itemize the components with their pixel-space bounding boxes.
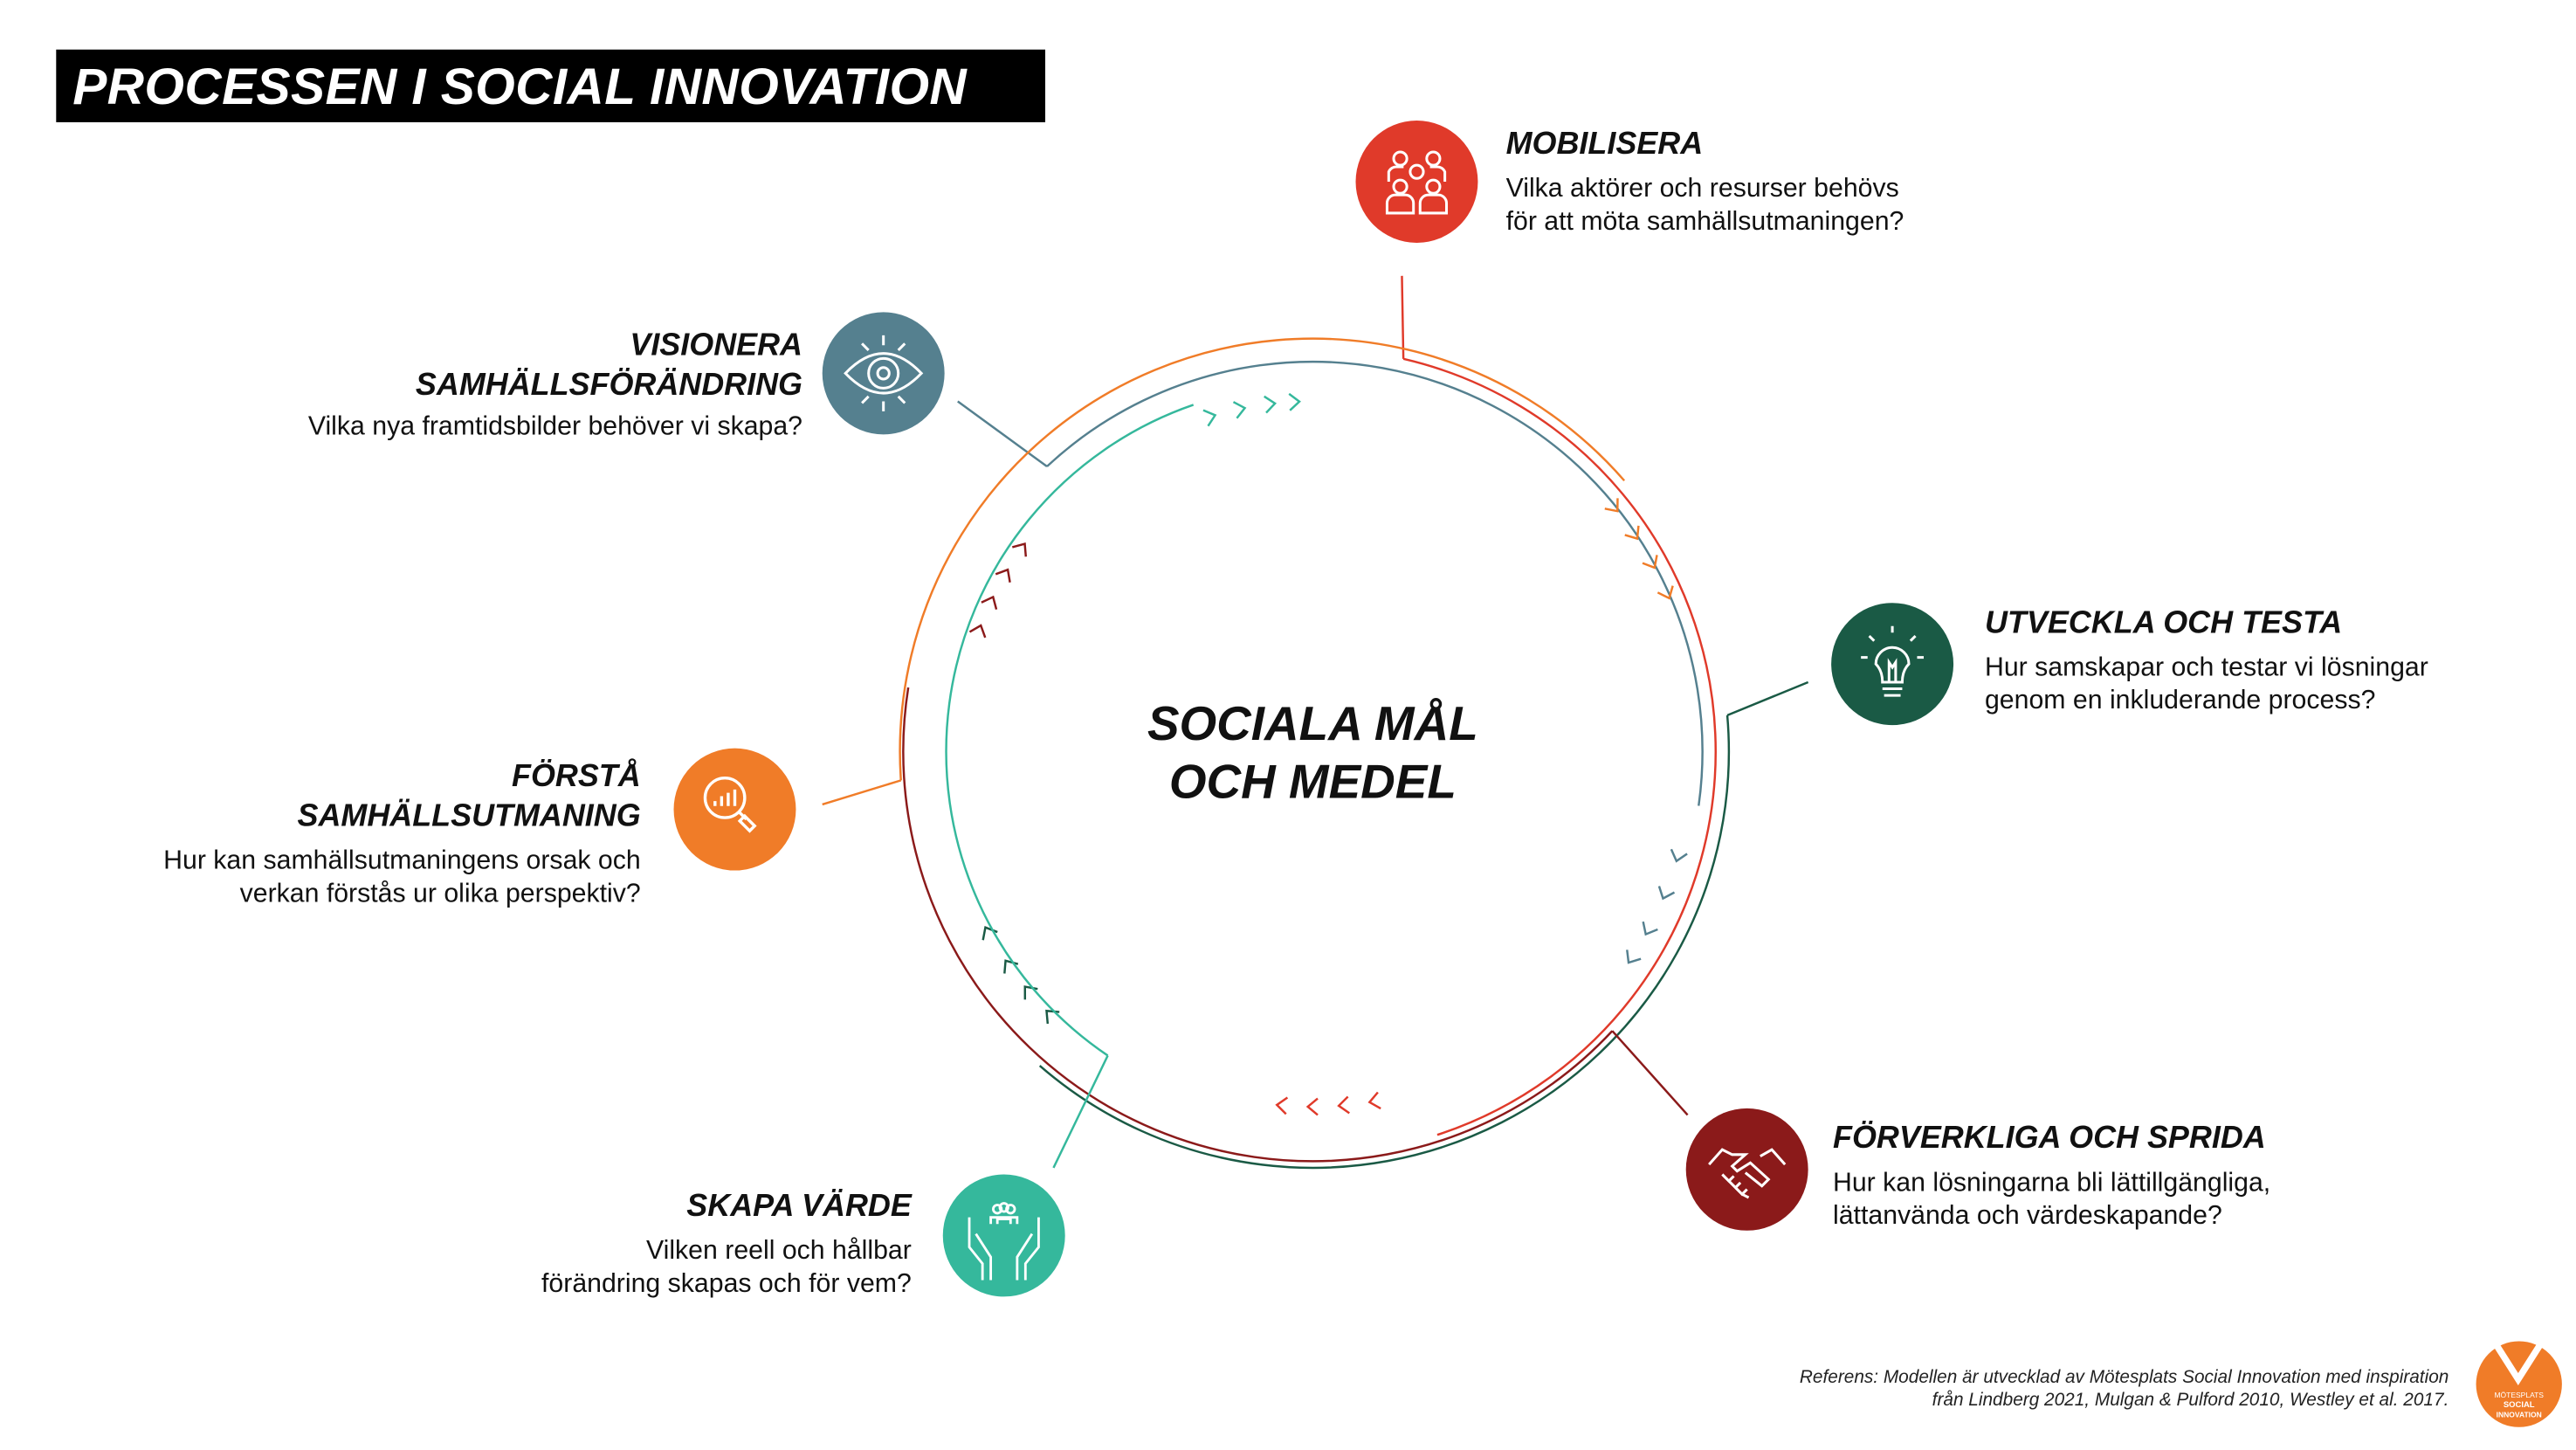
chevron-arrow-icon [1642, 921, 1658, 936]
step-mobilisera: MOBILISERA Vilka aktörer och resurser be… [1506, 126, 1904, 239]
center-line-2: OCH MEDEL [1168, 756, 1457, 810]
connector-line-forsta [822, 779, 902, 806]
chevron-arrow-icon [1367, 1091, 1381, 1110]
chevron-arrow-icon [968, 624, 987, 639]
chevron-arrow-icon [1624, 525, 1640, 541]
step-forverkliga: FÖRVERKLIGA OCH SPRIDA Hur kan lösningar… [1833, 1120, 2270, 1233]
handshake-icon [1685, 1108, 1808, 1231]
chevron-arrow-icon [1202, 409, 1217, 427]
chevron-arrow-icon [1011, 542, 1028, 557]
chevron-arrow-icon [1337, 1095, 1350, 1115]
title-banner: PROCESSEN I SOCIAL INNOVATION [56, 49, 1046, 122]
step-description: Vilka nya framtidsbilder behöver vi skap… [307, 412, 803, 441]
chevron-arrow-icon [995, 568, 1011, 583]
step-title: UTVECKLA OCH TESTA [1984, 605, 2343, 641]
lightbulb-icon [1831, 603, 1954, 726]
chevron-arrow-icon [1657, 886, 1676, 901]
ring-arc-forsta [899, 337, 1626, 781]
svg-text:SOCIAL: SOCIAL [2504, 1400, 2535, 1410]
chevron-arrow-icon [1275, 1096, 1289, 1115]
ring-arc-visionera [1046, 360, 1704, 806]
ring-arc-mobilisera [1402, 357, 1717, 1136]
step-description: Hur kan lösningarna bli lättillgängliga,… [1833, 1169, 2271, 1231]
chevron-arrow-icon [1264, 395, 1278, 414]
step-title: SKAPA VÄRDE [686, 1189, 912, 1225]
chevron-arrow-icon [1232, 401, 1247, 419]
ring-arc-skapa [945, 404, 1195, 1057]
step-title: FÖRVERKLIGA OCH SPRIDA [1833, 1121, 2266, 1157]
ring-arc-utveckla [1038, 715, 1731, 1170]
connector-line-mobilisera [1401, 275, 1405, 359]
chevron-arrow-icon [1604, 498, 1619, 513]
chevron-arrow-icon [1305, 1097, 1319, 1116]
connector-line-forverkliga [1611, 1030, 1689, 1116]
chevron-arrow-icon [1656, 585, 1674, 600]
reference-note: Referens: Modellen är utvecklad av Mötes… [1799, 1367, 2449, 1411]
center-line-1: SOCIALA MÅL [1147, 698, 1478, 752]
step-utveckla: UTVECKLA OCH TESTA Hur samskapar och tes… [1985, 604, 2428, 718]
step-title: MOBILISERA [1505, 127, 1704, 162]
chevron-arrow-icon [1642, 555, 1658, 570]
eye-icon [822, 312, 945, 435]
chevron-arrow-icon [1626, 949, 1642, 964]
connector-line-visionera [957, 400, 1048, 468]
connector-line-skapa [1052, 1054, 1109, 1169]
svg-text:INNOVATION: INNOVATION [2497, 1410, 2542, 1419]
chevron-arrow-icon [1670, 848, 1688, 863]
ring-arc-forverkliga [902, 687, 1614, 1163]
motesplats-logo: MÖTESPLATS SOCIAL INNOVATION [2476, 1340, 2563, 1427]
people-group-icon [1355, 121, 1478, 243]
center-label: SOCIALA MÅL OCH MEDEL [1065, 697, 1560, 812]
chevron-arrow-icon [1288, 392, 1301, 411]
connector-line-utveckla [1726, 680, 1809, 717]
magnifier-chart-icon [673, 748, 796, 871]
page-title: PROCESSEN I SOCIAL INNOVATION [72, 58, 968, 116]
hands-people-icon [942, 1174, 1065, 1297]
svg-text:MÖTESPLATS: MÖTESPLATS [2494, 1391, 2544, 1399]
chevron-arrow-icon [981, 595, 998, 611]
